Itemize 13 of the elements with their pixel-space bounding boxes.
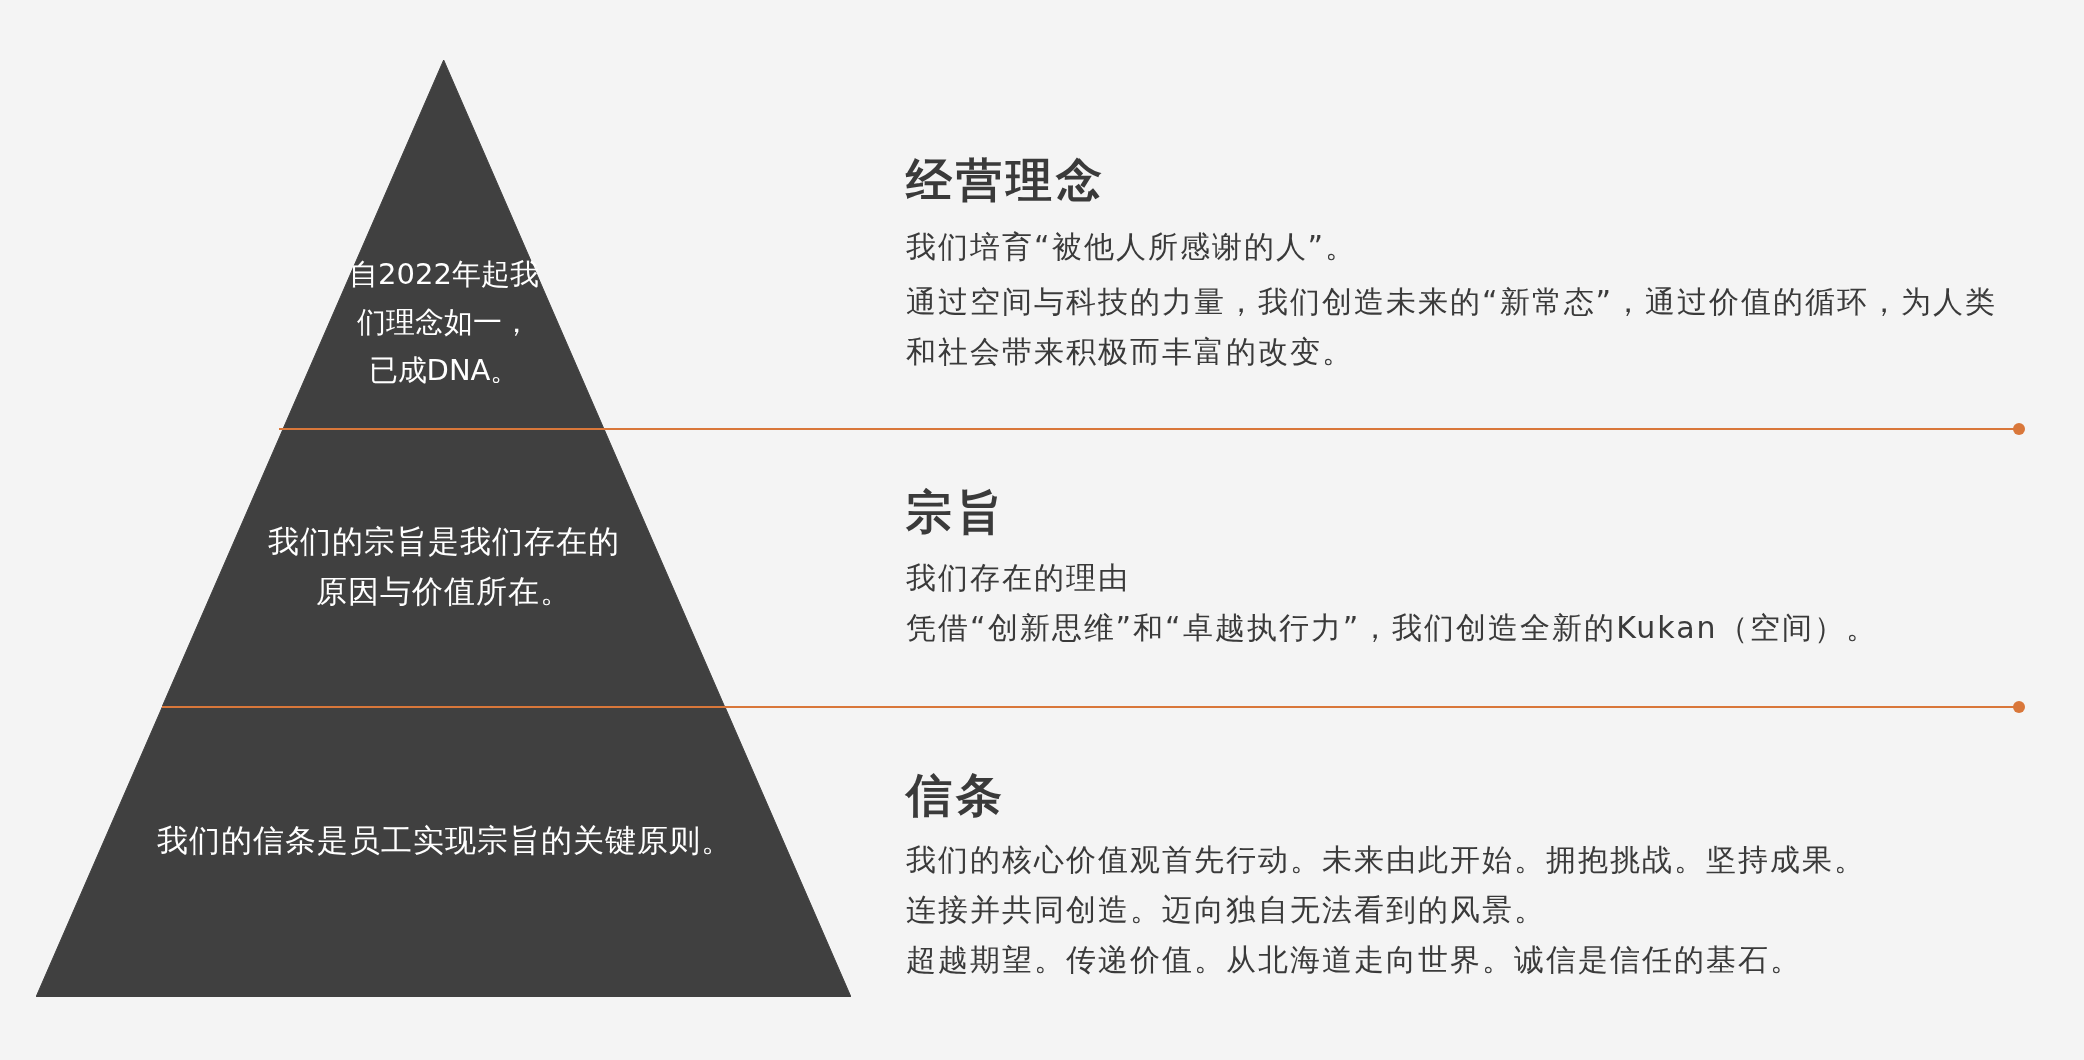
body-text: 我们存在的理由 <box>906 559 1130 597</box>
section-heading: 信条 <box>906 767 1006 824</box>
body-text: 超越期望。传递价值。从北海道走向世界。诚信是信任的基石。 <box>906 941 1802 979</box>
band-text: 我们的宗旨是我们存在的原因与价值所在。 <box>267 522 621 611</box>
band-text: 自2022年起我们理念如一，已成DNA。 <box>348 256 540 389</box>
section-heading: 经营理念 <box>906 152 1106 209</box>
body-text: 连接并共同创造。迈向独自无法看到的风景。 <box>906 891 1546 929</box>
band-text: 我们的信条是员工实现宗旨的关键原则。 <box>156 821 734 860</box>
body-text: 我们的核心价值观首先行动。未来由此开始。拥抱挑战。坚持成果。 <box>906 841 1866 879</box>
body-text: 凭借“创新思维”和“卓越执行力”，我们创造全新的Kukan（空间）。 <box>906 609 1878 647</box>
body-text: 通过空间与科技的力量，我们创造未来的“新常态”，通过价值的循环，为人类和社会带来积极而丰富的改变。 <box>906 283 1999 371</box>
body-text: 我们培育“被他人所感谢的人”。 <box>906 228 1358 266</box>
section-heading: 宗旨 <box>906 484 1006 541</box>
